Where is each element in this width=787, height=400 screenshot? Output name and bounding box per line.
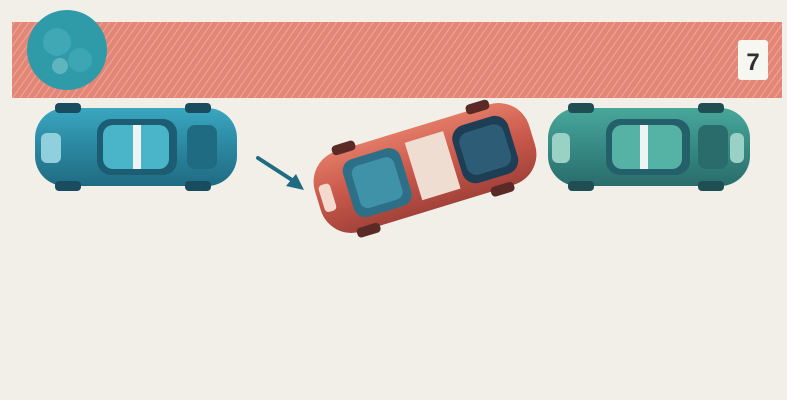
road-sign-icon: 7 [738, 40, 768, 80]
parked-car-front [548, 103, 750, 191]
parked-car-rear [35, 103, 237, 191]
curb-strip [12, 22, 782, 98]
arrow-icon [258, 158, 304, 190]
tree-icon [27, 10, 107, 90]
maneuvering-car [304, 89, 546, 246]
road-sign-label: 7 [746, 49, 759, 76]
